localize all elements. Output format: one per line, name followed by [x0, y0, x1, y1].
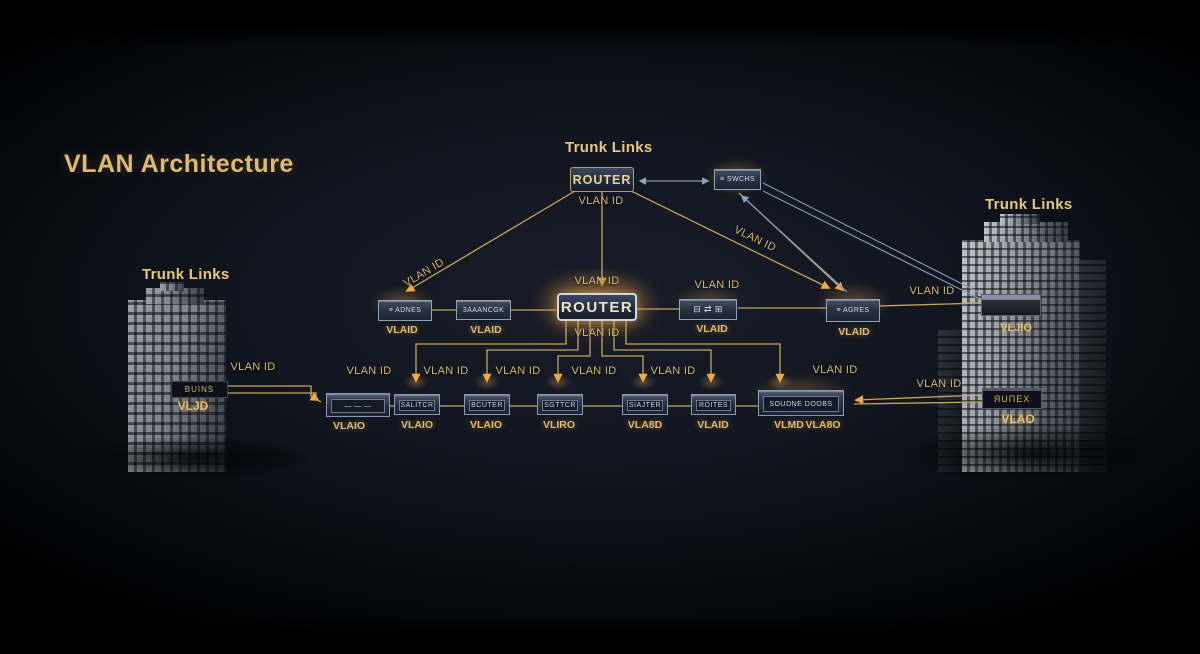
trunk-links-label-top: Trunk Links — [565, 139, 653, 156]
vlan-id-label: VLAN ID — [495, 365, 541, 377]
sign-label: BUINS — [184, 385, 215, 394]
vlan-tag: VLAID — [696, 323, 728, 335]
top-router: ROUTER — [570, 167, 634, 192]
vlan-tag: VLAID — [386, 324, 418, 336]
vlan-tag: VLAIO — [469, 419, 503, 431]
fanout-2 — [482, 320, 579, 383]
right-building-router-tag: VLAO — [1001, 412, 1035, 426]
left-building-tag: VLJD — [177, 399, 209, 413]
line-toprouter-to-adnes — [405, 190, 576, 292]
fanout-4 — [601, 320, 648, 383]
bottom-switch-6: ROITES — [691, 394, 736, 415]
top-router-label: ROUTER — [572, 172, 632, 187]
vlan-tag: VLA8O — [805, 419, 841, 431]
blue-trunk-lines — [638, 177, 983, 301]
device-label: SALITCR — [399, 400, 435, 411]
switch-adnes: ≡ ADNES — [378, 300, 432, 321]
switch-agres: ≡ AGRES — [826, 299, 880, 322]
vlan-tag: VLMD — [774, 419, 804, 431]
device-label: ≡ ADNES — [388, 307, 422, 314]
switch-ports: ⊟ ⇄ ⊞ — [679, 299, 737, 320]
bottom-switch-2: SALITCR — [394, 394, 440, 415]
switch-3aaancgk: 3AAANCGK — [456, 300, 511, 320]
vlan-id-label: VLAN ID — [909, 285, 955, 297]
vlan-id-label: VLAN ID — [423, 365, 469, 377]
top-switch-label: ≡ SWCHS — [720, 176, 755, 183]
page-title: VLAN Architecture — [64, 150, 294, 178]
vlan-tag: VLIRO — [542, 419, 576, 431]
vlan-id-label: VLAN ID — [578, 195, 624, 207]
vlan-tag: VLAID — [697, 419, 729, 431]
vlan-tag: VLA8D — [627, 419, 663, 431]
right-building-router: ЯUПEX — [982, 388, 1042, 409]
device-label: SOUDNE DOOBS — [763, 396, 839, 412]
device-label: 3AAANCGK — [462, 306, 505, 314]
middle-router: ROUTER — [557, 293, 637, 321]
fanout-1 — [411, 320, 567, 383]
vlan-tag: VLAID — [470, 324, 502, 336]
right-building-crown — [984, 222, 1068, 242]
line-midrouter-to-switch — [740, 194, 848, 293]
vlan-id-label: VLAN ID — [812, 364, 858, 376]
top-switch: ≡ SWCHS — [714, 169, 761, 190]
right-building-shadow — [890, 424, 1180, 484]
bottom-switch-5: SIAJTER — [622, 394, 668, 415]
right-building-roof-block — [1000, 214, 1040, 224]
left-building-sign: BUINS — [171, 381, 228, 398]
trunk-links-label-left: Trunk Links — [142, 266, 230, 283]
line-leftbuilding-1 — [228, 385, 320, 401]
right-building-mid-device — [981, 294, 1041, 316]
bottom-switch-3: BCUTER — [464, 394, 510, 415]
line-switch-to-rightbuilding-b — [762, 190, 983, 301]
vlan-id-label: VLAN ID — [694, 279, 740, 291]
bottom-letterbox — [0, 616, 1200, 654]
bottom-switch-4: SGTTCR — [537, 394, 583, 415]
bottom-switch-7: SOUDNE DOOBS — [758, 390, 844, 416]
left-building-roof-block — [160, 282, 184, 291]
fanout-5 — [613, 320, 716, 383]
trunk-links-label-right: Trunk Links — [985, 196, 1073, 213]
vlan-id-label: VLAN ID — [650, 365, 696, 377]
vlan-tag: VLAIO — [332, 420, 366, 432]
ports-icon: ⊟ ⇄ ⊞ — [693, 304, 723, 314]
fanout-6 — [625, 320, 785, 383]
bottom-switch-1: — — — — [326, 393, 390, 417]
vlan-id-label: VLAN ID — [574, 327, 620, 339]
line-agres-to-building — [877, 302, 983, 307]
line-leftbuilding-2 — [228, 392, 322, 403]
vlan-tag: VLAIO — [400, 419, 434, 431]
vlan-id-label: VLAN ID — [916, 378, 962, 390]
middle-router-label: ROUTER — [560, 298, 634, 316]
vlan-id-label: VLAN ID — [230, 361, 276, 373]
device-label: BCUTER — [469, 400, 505, 411]
top-letterbox — [0, 0, 1200, 46]
device-label: ≡ AGRES — [836, 307, 870, 314]
line-rightbuilding-2 — [853, 401, 983, 405]
line-toprouter-to-agres — [630, 190, 831, 289]
left-building-shadow — [76, 436, 316, 480]
fanout-3 — [553, 320, 591, 383]
line-rightbuilding-1 — [854, 394, 983, 405]
right-building-mid-tag: VLJIO — [1000, 322, 1032, 334]
left-building-crown — [146, 288, 204, 304]
vlan-id-label: VLAN ID — [574, 275, 620, 287]
vlan-id-label: VLAN ID — [571, 365, 617, 377]
line-switch-to-rightbuilding-a — [762, 182, 983, 295]
device-label: SGTTCR — [542, 400, 578, 411]
device-label: SIAJTER — [627, 400, 663, 411]
device-label: — — — — [331, 399, 385, 413]
vlan-id-label: VLAN ID — [346, 365, 392, 377]
device-label: ЯUПEX — [993, 393, 1031, 404]
vlan-tag: VLAID — [838, 326, 870, 338]
device-label: ROITES — [696, 400, 731, 411]
